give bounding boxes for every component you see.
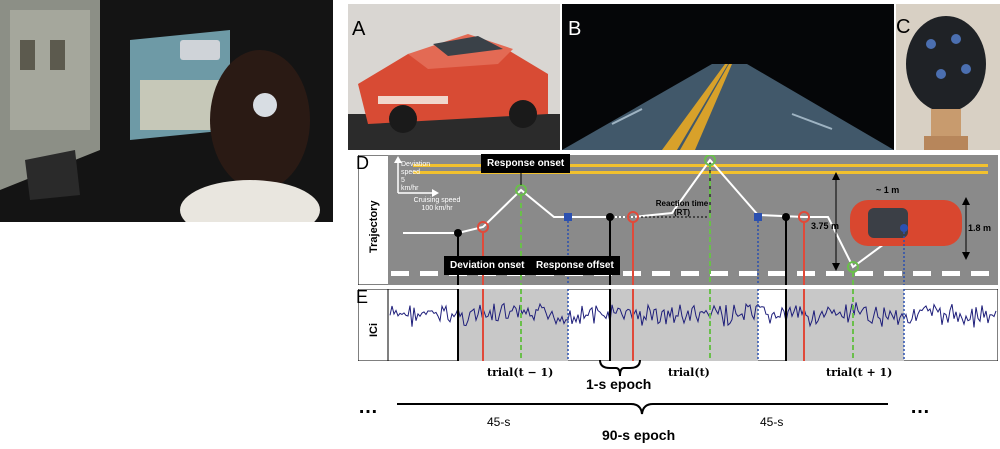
panel-label-b: B: [568, 18, 582, 40]
panel-label-a: A: [352, 18, 366, 40]
response-offset-tag: Response offset: [530, 256, 620, 275]
ici-axis-label: ICi: [368, 322, 380, 337]
deviation-speed-label: Deviation speed 5 km/hr: [401, 161, 430, 192]
panel-label-e: E: [356, 287, 369, 307]
response-onset-tag: Response onset: [481, 154, 571, 173]
reaction-time-label: Reaction time (RT): [655, 199, 709, 217]
one-second-epoch-label: 1-s epoch: [586, 376, 652, 392]
car-width-label: 1.8 m: [968, 223, 992, 233]
ellipsis-right: …: [910, 396, 930, 418]
left-half-label: 45-s: [487, 415, 511, 429]
ici-panel: E ICi: [356, 287, 999, 362]
trial-label-next: trial(t + 1): [826, 366, 893, 379]
right-half-label: 45-s: [760, 415, 784, 429]
car-offset-label: ~ 1 m: [876, 185, 900, 195]
driver-photo: [0, 0, 333, 222]
car-icon: [850, 200, 962, 246]
deviation-onset-tag: Deviation onset: [444, 256, 531, 275]
trajectory-axis-label: Trajectory: [368, 200, 380, 253]
ninety-second-brace: [397, 403, 888, 415]
ellipsis-left: …: [358, 396, 378, 418]
road-simulation-photo: B: [562, 4, 894, 150]
trial-label-current: trial(t): [668, 366, 710, 379]
cruising-speed-label: Cruising speed 100 km/hr: [413, 197, 461, 212]
eeg-cap-photo: C: [896, 4, 1000, 150]
red-sports-car-photo: A: [348, 4, 560, 150]
panel-label-c: C: [896, 16, 911, 38]
trial-label-prev: trial(t − 1): [487, 366, 554, 379]
ninety-second-epoch-label: 90-s epoch: [602, 427, 676, 443]
one-second-brace: [599, 359, 641, 377]
lane-width-label: 3.75 m: [811, 221, 840, 231]
panel-label-d: D: [356, 153, 369, 173]
trajectory-panel: D Trajectory Deviation speed 5 km/hr Cru…: [356, 153, 999, 286]
